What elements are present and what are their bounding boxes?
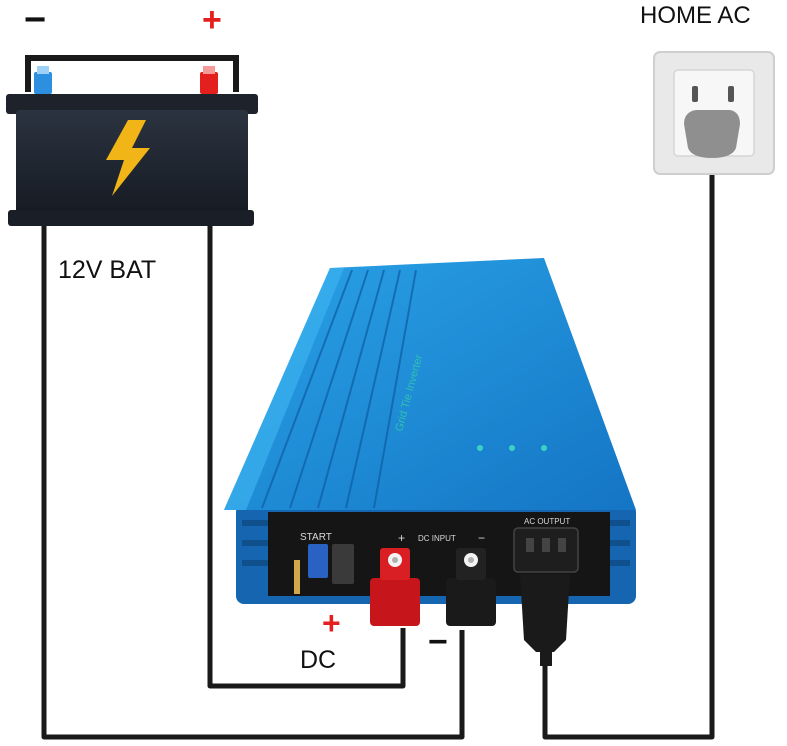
inverter [224, 258, 636, 666]
wall-plug [684, 110, 740, 158]
battery-positive-terminal [200, 72, 218, 94]
home-ac-label: HOME AC [640, 2, 751, 29]
led-indicator-3 [541, 445, 547, 451]
dc-positive-terminal [370, 548, 420, 626]
battery [6, 55, 258, 226]
dc-negative-terminal [446, 548, 496, 626]
wall-socket [653, 51, 775, 175]
panel-minus-label: − [478, 531, 485, 545]
lightning-bolt-icon [106, 120, 150, 196]
battery-lid [6, 94, 258, 114]
led-indicator-1 [477, 445, 483, 451]
battery-negative-sign: − [24, 0, 47, 41]
dc-input-label: DC INPUT [418, 534, 456, 543]
ac-power-plug [520, 574, 570, 652]
dc-negative-sign: − [428, 623, 448, 661]
ac-output-label: AC OUTPUT [524, 517, 570, 526]
dc-positive-sign: + [322, 605, 341, 641]
inverter-top [224, 258, 636, 510]
battery-positive-sign: + [202, 1, 222, 39]
battery-negative-terminal [34, 72, 52, 94]
dc-label: DC [300, 646, 337, 674]
battery-label: 12V BAT [58, 256, 157, 284]
wires [39, 90, 717, 742]
led-indicator-2 [509, 445, 515, 451]
battery-handle [25, 55, 239, 92]
start-label: START [300, 532, 332, 543]
start-switch [308, 544, 328, 578]
panel-plus-label: + [398, 531, 405, 545]
